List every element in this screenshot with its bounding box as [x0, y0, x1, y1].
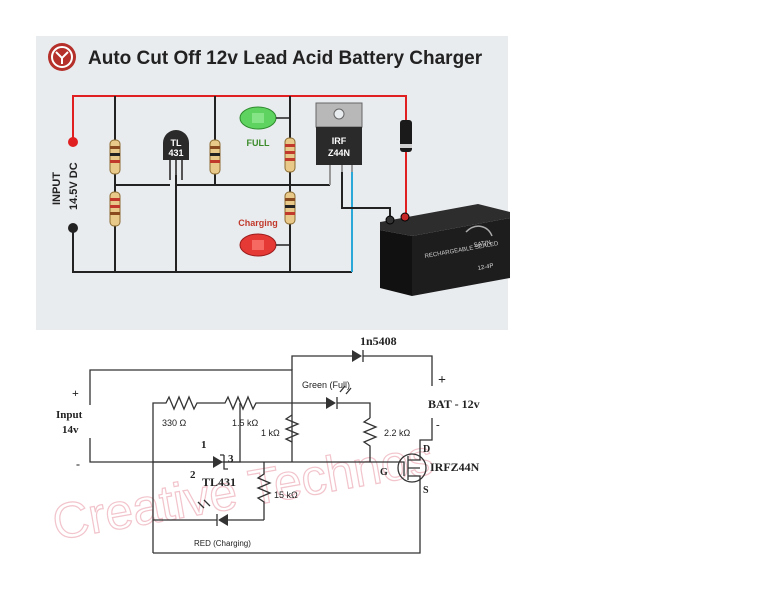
red-led-rays	[197, 499, 211, 509]
drain-wire	[341, 170, 391, 218]
battery-plus-label: +	[438, 373, 446, 388]
tl431-symbol	[213, 456, 223, 468]
watermark: Creative Technos	[48, 429, 437, 551]
wire-top-rail	[89, 369, 293, 462]
tl431-label: TL431	[202, 475, 236, 489]
wire-red-led-left	[153, 514, 218, 526]
tl431-transistor: TL 431	[163, 130, 189, 185]
tl431-text-2: 431	[168, 148, 183, 158]
resistor-4	[284, 137, 296, 173]
gate-pin-label: G	[380, 467, 388, 478]
battery-model: 12-4P	[477, 263, 494, 272]
resistor-1k-label: 1 kΩ	[261, 428, 280, 438]
tl431-pin3: 3	[228, 453, 234, 465]
resistor-1k-symbol	[284, 414, 300, 443]
drain-pin-label: D	[423, 444, 430, 455]
diode-1n5408	[400, 120, 412, 152]
resistor-5	[284, 191, 296, 225]
input-minus-label: -	[76, 457, 80, 471]
tl431-pin1: 1	[201, 439, 207, 451]
resistor-1	[109, 139, 121, 175]
battery-label: BAT - 12v	[428, 397, 480, 411]
wire-tl431-cathode	[220, 403, 241, 470]
input-negative-terminal	[68, 223, 78, 233]
diode-symbol	[352, 350, 362, 362]
wire-diode-left	[291, 355, 352, 370]
resistor-1k5-label: 1.5 kΩ	[232, 418, 259, 428]
led-full	[239, 106, 290, 130]
green-led-symbol	[326, 397, 336, 409]
negative-rail	[72, 228, 352, 273]
led-charging	[239, 233, 290, 257]
pictorial-diagram: Auto Cut Off 12v Lead Acid Battery Charg…	[36, 36, 510, 330]
battery-minus-label: -	[436, 419, 440, 431]
diode-label: 1n5408	[360, 334, 397, 348]
led-charging-label: Charging	[238, 218, 278, 228]
resistor-3	[209, 139, 221, 175]
input-voltage: 14v	[62, 424, 79, 436]
diagram-title: Auto Cut Off 12v Lead Acid Battery Charg…	[88, 48, 483, 69]
green-led-label: Green (Full)	[302, 380, 350, 390]
resistor-2k2-label: 2.2 kΩ	[384, 428, 411, 438]
input-positive-terminal	[68, 137, 78, 147]
wire-diode-right	[362, 350, 433, 386]
brand-logo-icon	[48, 43, 76, 71]
mosfet-text-2: Z44N	[328, 148, 350, 158]
input-label: Input	[56, 409, 83, 421]
wire-battery-negative	[419, 418, 433, 446]
input-voltage-label: 14.5V DC	[68, 162, 80, 210]
mosfet-label: IRFZ44N	[430, 460, 480, 474]
wire-green-led-right	[336, 397, 371, 418]
resistor-2k2-symbol	[362, 417, 378, 462]
mosfet-symbol	[397, 446, 427, 490]
source-pin-label: S	[423, 485, 429, 496]
input-plus-label: +	[72, 386, 79, 400]
input-label: INPUT	[51, 172, 63, 205]
red-led-symbol	[218, 514, 228, 526]
positive-rail	[72, 95, 407, 215]
resistor-15k-label: 15 kΩ	[274, 490, 298, 500]
resistor-chain	[152, 395, 292, 553]
red-led-label: RED (Charging)	[194, 539, 251, 548]
wires	[72, 95, 407, 273]
tl431-text-1: TL	[171, 138, 182, 148]
resistor-15k-symbol	[256, 462, 272, 520]
mosfet-text-1: IRF	[332, 136, 347, 146]
resistor-2	[109, 191, 121, 227]
mosfet-irfz44n: IRF Z44N	[315, 102, 363, 185]
resistor-330-label: 330 Ω	[162, 418, 187, 428]
schematic-diagram: Creative Technos 1n5408 + - Input 14v 33…	[48, 334, 480, 554]
battery-brand: SATIN	[473, 240, 491, 249]
battery-12v: RECHARGEABLE SEALED SATIN 12-4P	[380, 204, 510, 296]
tl431-pin2: 2	[190, 469, 196, 481]
led-full-label: FULL	[247, 138, 270, 148]
green-led-rays	[339, 385, 352, 395]
wire-bottom-return	[153, 490, 421, 554]
